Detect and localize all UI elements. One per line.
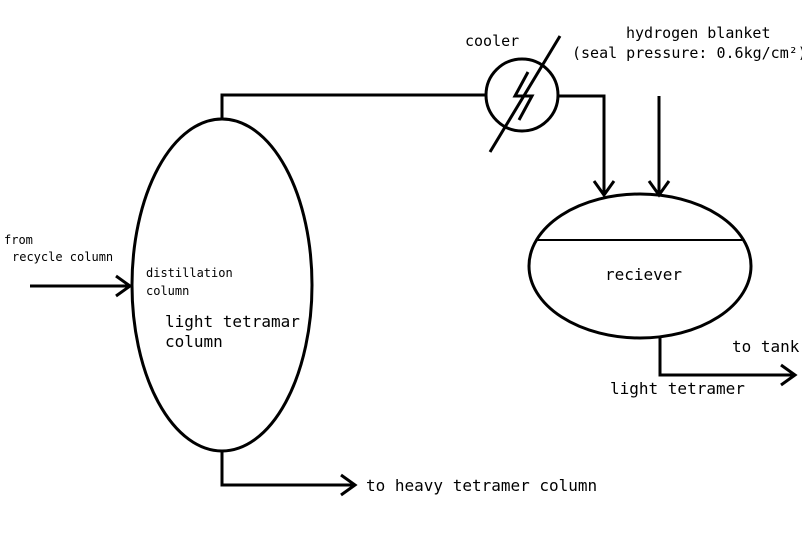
distillation-label: distillation (146, 266, 233, 280)
feed-from-recycle-arrow (30, 274, 133, 298)
hydrogen-blanket-label: hydrogen blanket (626, 24, 771, 42)
from-label: from (4, 233, 33, 247)
cooler-label: cooler (465, 32, 519, 50)
light-tetramar-label: light tetramar (165, 312, 300, 331)
bottoms-to-heavy-column-arrow (220, 450, 358, 497)
to-tank-label: to tank (732, 337, 800, 356)
overhead-vapor-line (220, 93, 486, 120)
light-tetramer-label: light tetramer (610, 379, 745, 398)
cooler-heat-exchanger (484, 35, 562, 153)
hydrogen-blanket-arrow (647, 96, 671, 198)
distillation-column-small-label: column (146, 284, 189, 298)
condensate-line-arrow (559, 94, 616, 198)
recycle-column-label: recycle column (12, 250, 113, 264)
column-label: column (165, 332, 223, 351)
to-heavy-tetramer-column-label: to heavy tetramer column (366, 476, 597, 495)
receiver-drum (527, 192, 753, 340)
to-tank-arrow (658, 336, 798, 387)
reciever-label: reciever (605, 265, 682, 284)
seal-pressure-label: (seal pressure: 0.6kg/cm²) (572, 44, 802, 62)
